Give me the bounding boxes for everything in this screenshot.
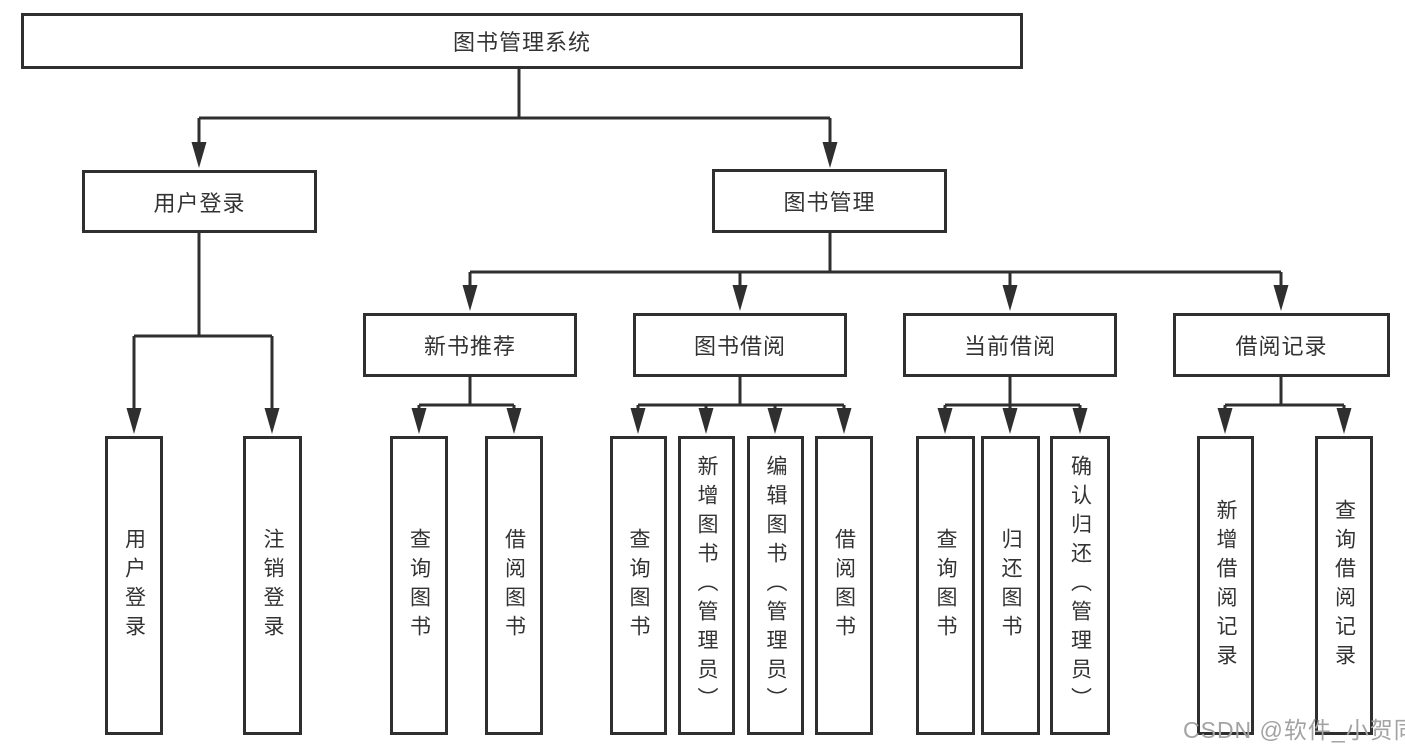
arrowheads [126, 142, 1352, 434]
node-root-label: 图书管理系统 [452, 30, 591, 55]
node-book-management-label: 图书管理 [783, 190, 876, 215]
node-book-borrowing: 图书借阅 [633, 313, 847, 377]
node-borrow-records-label: 借阅记录 [1235, 334, 1328, 359]
node-user-login-label: 用户登录 [153, 190, 246, 216]
leaf-cb-return-books: 归还图书 [981, 436, 1040, 735]
leaf-br-add-record-label: 新增借阅记录 [1214, 498, 1237, 673]
leaf-br-query-record: 查询借阅记录 [1315, 436, 1373, 735]
leaf-cb-confirm-return-admin: 确认归还（管理员） [1050, 436, 1110, 735]
leaf-user-login-label: 用户登录 [122, 527, 146, 644]
leaf-logout-login: 注销登录 [243, 436, 302, 735]
leaf-bb-add-books-admin: 新增图书（管理员） [678, 436, 735, 735]
node-root: 图书管理系统 [21, 13, 1023, 69]
leaf-user-login: 用户登录 [105, 436, 163, 735]
leaf-bb-borrow-books-label: 借阅图书 [832, 527, 856, 644]
leaf-bb-query-books: 查询图书 [610, 436, 667, 735]
leaf-nbr-query-books: 查询图书 [390, 436, 448, 735]
leaf-logout-login-label: 注销登录 [261, 527, 284, 644]
leaf-cb-return-books-label: 归还图书 [999, 527, 1022, 644]
leaf-nbr-borrow-books: 借阅图书 [485, 436, 543, 735]
node-new-book-recommend: 新书推荐 [363, 313, 577, 377]
leaf-br-add-record: 新增借阅记录 [1197, 436, 1254, 735]
leaf-bb-add-books-admin-label: 新增图书（管理员） [695, 455, 718, 716]
node-current-borrowing-label: 当前借阅 [963, 334, 1056, 359]
leaf-nbr-query-books-label: 查询图书 [407, 527, 431, 644]
leaf-bb-borrow-books: 借阅图书 [815, 436, 873, 735]
leaf-bb-edit-books-admin: 编辑图书（管理员） [747, 436, 804, 735]
leaf-br-query-record-label: 查询借阅记录 [1332, 498, 1356, 673]
node-user-login: 用户登录 [82, 170, 317, 233]
leaf-bb-query-books-label: 查询图书 [627, 527, 650, 644]
node-borrow-records: 借阅记录 [1173, 313, 1390, 377]
leaf-cb-query-books-label: 查询图书 [934, 527, 957, 644]
leaf-nbr-borrow-books-label: 借阅图书 [502, 527, 526, 644]
node-book-management: 图书管理 [712, 169, 947, 233]
leaf-cb-query-books: 查询图书 [916, 436, 975, 735]
node-current-borrowing: 当前借阅 [903, 313, 1117, 377]
node-new-book-recommend-label: 新书推荐 [423, 334, 516, 359]
leaf-cb-confirm-return-admin-label: 确认归还（管理员） [1068, 455, 1092, 716]
node-book-borrowing-label: 图书借阅 [693, 334, 786, 359]
csdn-watermark: CSDN @软件_小贺同学 [1183, 717, 1405, 743]
leaf-bb-edit-books-admin-label: 编辑图书（管理员） [764, 455, 787, 716]
